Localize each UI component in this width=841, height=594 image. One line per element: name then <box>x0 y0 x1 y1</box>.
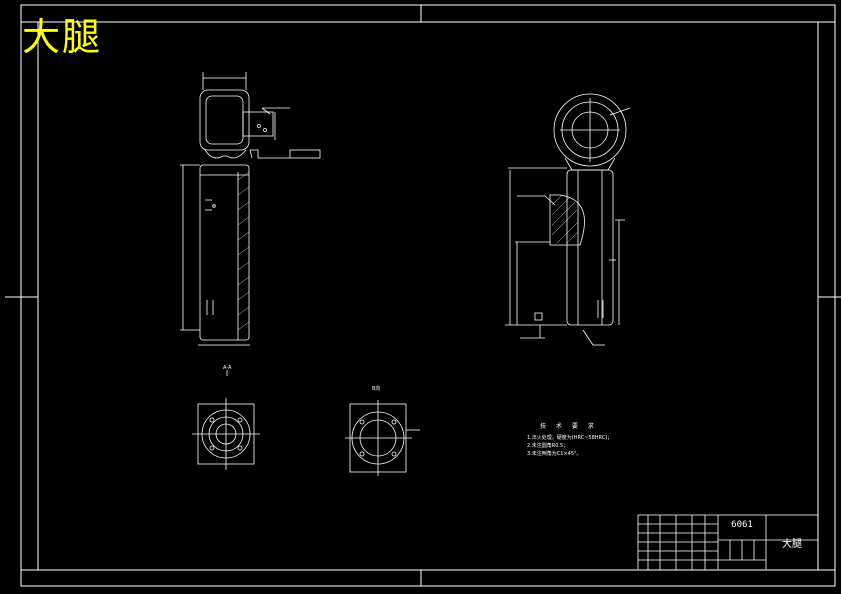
drawing-frame <box>5 4 841 587</box>
drawing-title: 大腿 <box>22 15 103 59</box>
view-label: B向 <box>372 386 381 392</box>
technical-requirement-2: 2.未注圆角R0.5； <box>527 443 569 449</box>
front-view-hatching <box>237 171 250 331</box>
title-block <box>637 514 819 571</box>
bottom-view-middle <box>345 400 420 476</box>
material-label: 6061 <box>731 520 753 530</box>
section-mark: A-A <box>223 365 232 371</box>
side-view <box>505 93 631 346</box>
technical-requirements-heading: 技 术 要 求 <box>540 423 598 430</box>
part-name-label: 大腿 <box>782 539 802 550</box>
technical-requirement-1: 1.淬火处理，硬度为(HRC~58HRC)； <box>527 435 613 441</box>
side-view-hatching <box>551 194 579 244</box>
technical-requirement-3: 3.未注倒角为C1×45°。 <box>527 451 582 457</box>
front-view <box>180 72 321 376</box>
bottom-view-left <box>192 398 260 470</box>
